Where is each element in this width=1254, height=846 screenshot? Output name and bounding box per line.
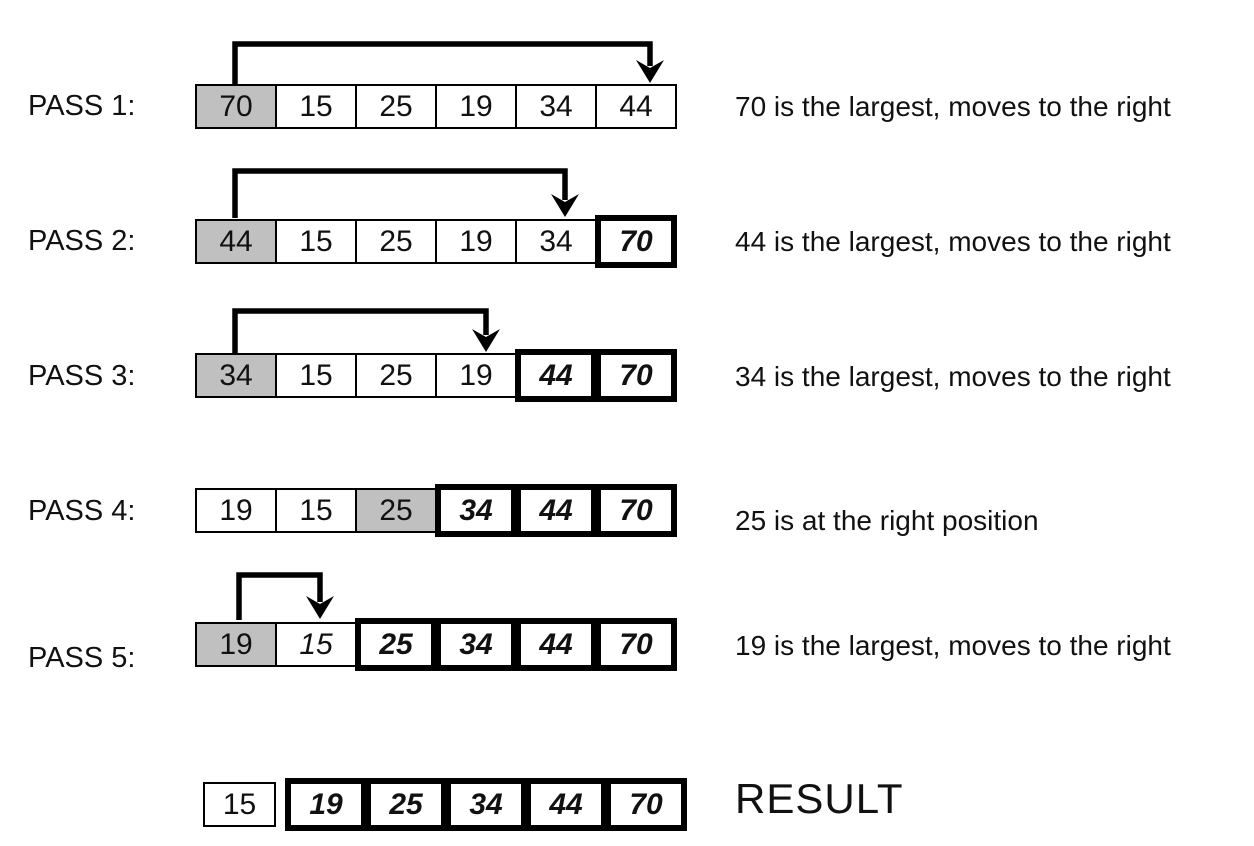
pass-5-annotation: 19 is the largest, moves to the right (735, 630, 1171, 661)
array-cell: 34 (515, 219, 597, 264)
result-label: RESULT (735, 775, 904, 822)
pass2-move-arrow (232, 168, 579, 218)
pass-3-label: PASS 3: (28, 360, 136, 392)
pass-3-annotation: 34 is the largest, moves to the right (735, 361, 1171, 392)
pass-4-label: PASS 4: (28, 495, 136, 527)
array-cell: 44 (515, 484, 597, 537)
pass3-move-arrow (232, 308, 500, 353)
array-cell: 34 (195, 353, 277, 398)
array-cell: 15 (275, 488, 357, 533)
array-cell: 19 (195, 622, 277, 667)
pass-1-label: PASS 1: (28, 90, 136, 122)
array-cell: 44 (525, 778, 607, 831)
array-cell: 25 (355, 353, 437, 398)
pass-4-annotation: 25 is at the right position (735, 505, 1039, 536)
array-cell: 70 (595, 349, 677, 402)
array-cell: 44 (515, 349, 597, 402)
array-cell: 44 (595, 84, 677, 129)
array-cell: 19 (435, 84, 517, 129)
array-cell: 15 (203, 782, 276, 827)
array-cell: 34 (515, 84, 597, 129)
array-cell: 15 (275, 622, 357, 667)
array-cell: 34 (435, 484, 517, 537)
array-cell: 25 (355, 488, 437, 533)
array-cell: 25 (365, 778, 447, 831)
array-cell: 70 (595, 215, 677, 268)
pass-1-annotation: 70 is the largest, moves to the right (735, 91, 1171, 122)
array-cell: 44 (515, 618, 597, 671)
array-cell: 19 (435, 353, 517, 398)
pass-5-label: PASS 5: (28, 642, 136, 674)
array-cell: 70 (595, 484, 677, 537)
array-cell: 70 (605, 778, 687, 831)
array-cell: 44 (195, 219, 277, 264)
array-cell: 25 (355, 618, 437, 671)
array-cell: 19 (435, 219, 517, 264)
array-cell: 19 (195, 488, 277, 533)
pass-2-label: PASS 2: (28, 225, 136, 257)
array-cell: 70 (595, 618, 677, 671)
array-cell: 19 (285, 778, 367, 831)
array-cell: 15 (275, 353, 357, 398)
array-cell: 25 (355, 84, 437, 129)
pass1-move-arrow (232, 41, 664, 84)
pass-2-annotation: 44 is the largest, moves to the right (735, 226, 1171, 257)
array-cell: 70 (195, 84, 277, 129)
pass5-move-arrow (236, 572, 334, 620)
array-cell: 15 (275, 84, 357, 129)
array-cell: 34 (435, 618, 517, 671)
array-cell: 15 (275, 219, 357, 264)
array-cell: 34 (445, 778, 527, 831)
array-cell: 25 (355, 219, 437, 264)
